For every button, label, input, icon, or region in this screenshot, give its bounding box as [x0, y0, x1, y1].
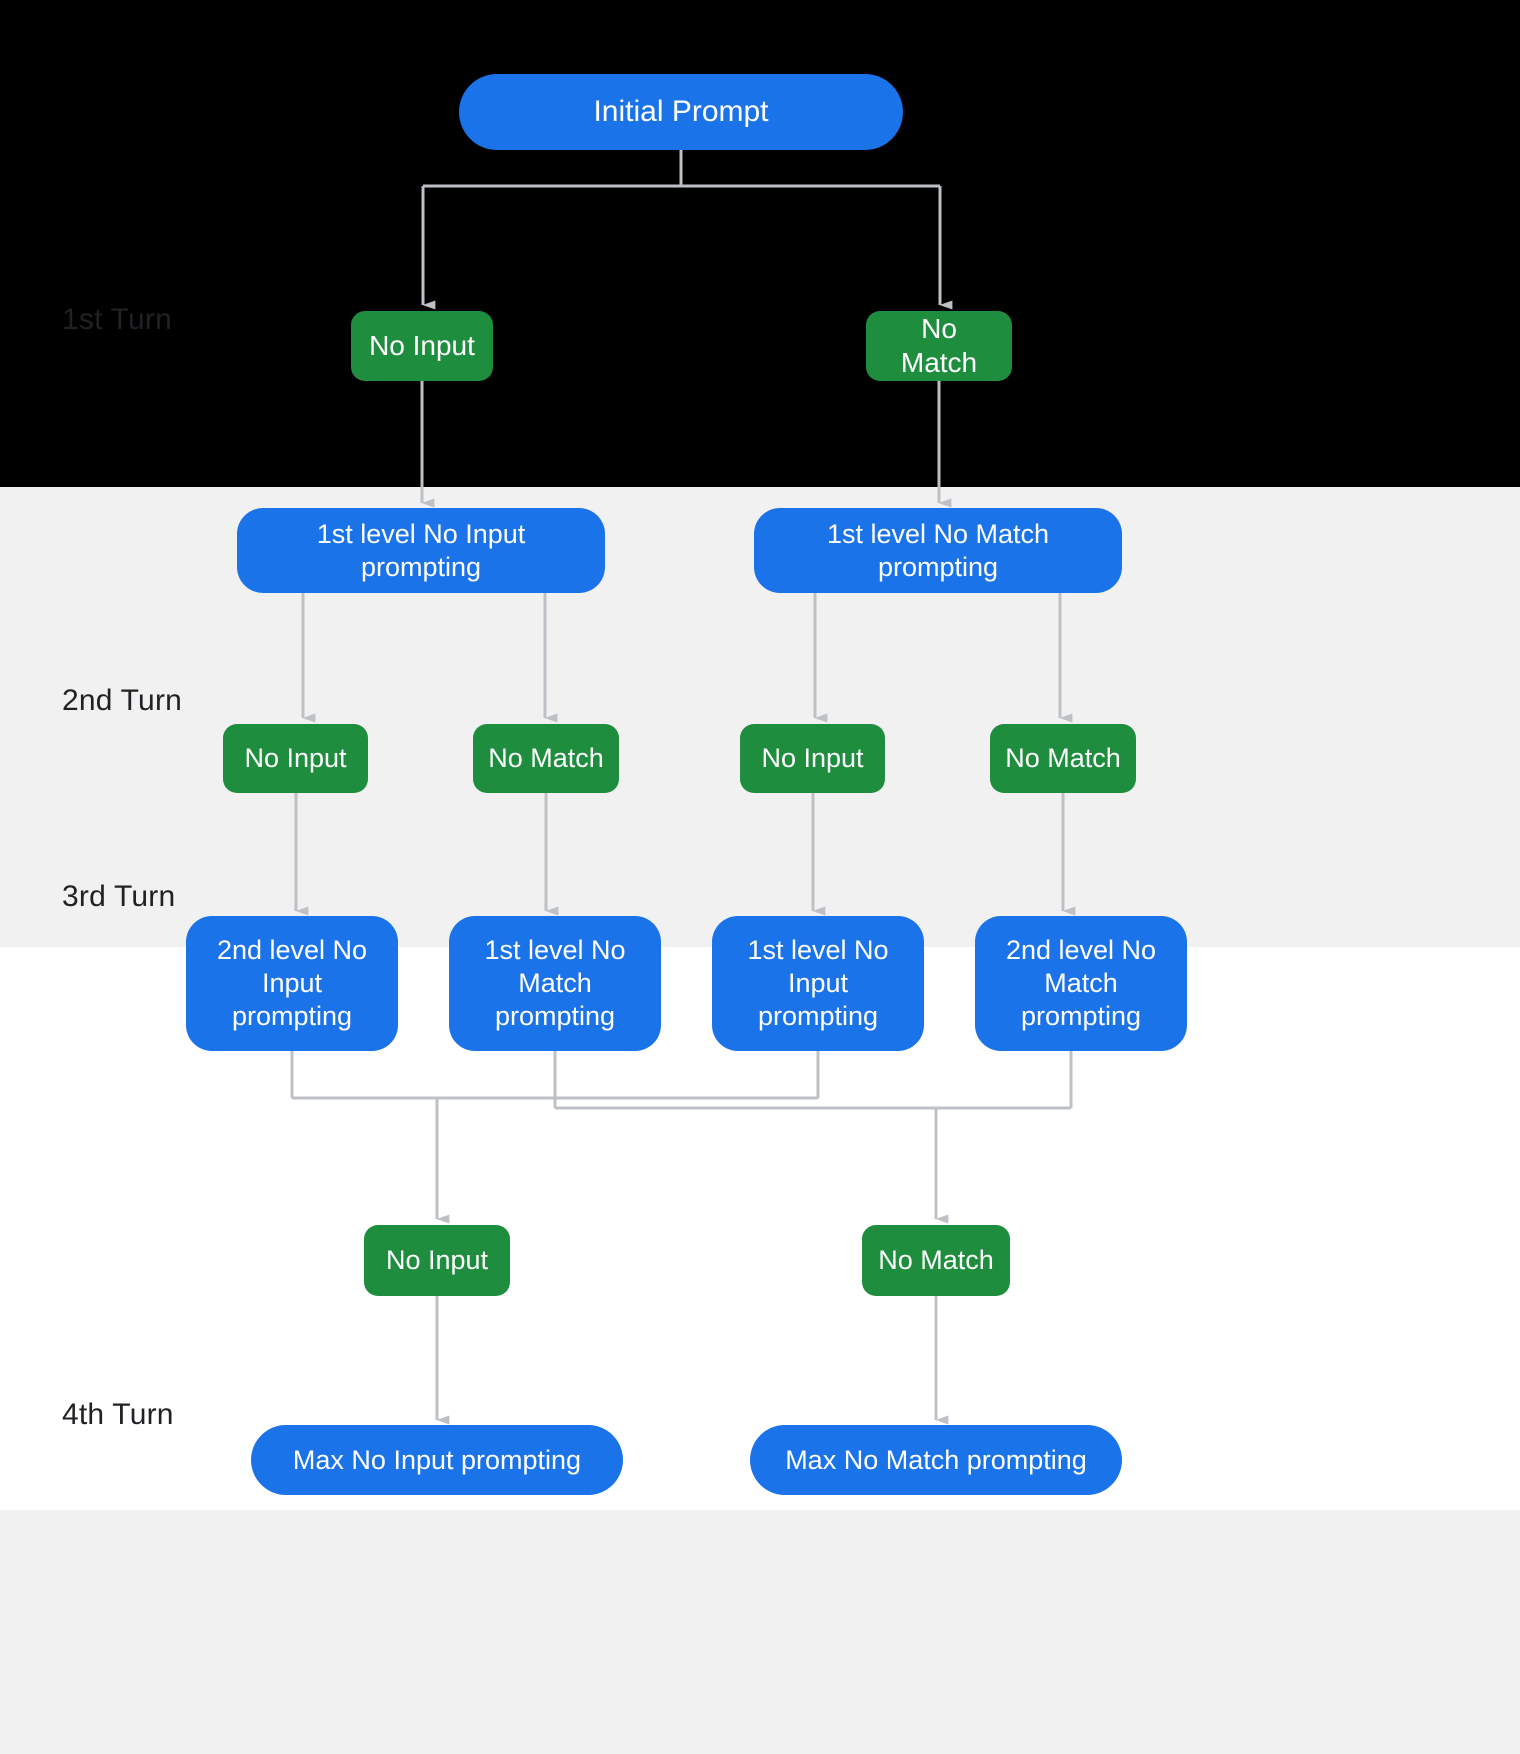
node-1st-level-no-match-prompting-t3[interactable]: 1st level No Match prompting — [449, 916, 661, 1051]
node-2nd-turn-no-input-left[interactable]: No Input — [223, 724, 368, 793]
node-2nd-turn-no-input-right[interactable]: No Input — [740, 724, 885, 793]
turn-label-4th: 4th Turn — [62, 1398, 174, 1431]
node-2nd-level-no-match-prompting[interactable]: 2nd level No Match prompting — [975, 916, 1187, 1051]
node-1st-turn-no-input[interactable]: No Input — [351, 311, 493, 381]
node-1st-level-no-input-prompting-t3[interactable]: 1st level No Input prompting — [712, 916, 924, 1051]
turn-label-3rd: 3rd Turn — [62, 880, 176, 913]
node-max-no-match-prompting[interactable]: Max No Match prompting — [750, 1425, 1122, 1495]
node-3rd-turn-no-match[interactable]: No Match — [862, 1225, 1010, 1296]
turn-label-1st: 1st Turn — [62, 303, 172, 336]
node-3rd-turn-no-input[interactable]: No Input — [364, 1225, 510, 1296]
band-4th-turn — [0, 1510, 1520, 1754]
node-2nd-level-no-input-prompting[interactable]: 2nd level No Input prompting — [186, 916, 398, 1051]
turn-label-2nd: 2nd Turn — [62, 684, 183, 717]
node-1st-level-no-match-prompting[interactable]: 1st level No Match prompting — [754, 508, 1122, 593]
node-1st-level-no-input-prompting[interactable]: 1st level No Input prompting — [237, 508, 605, 593]
node-1st-turn-no-match[interactable]: No Match — [866, 311, 1012, 381]
node-2nd-turn-no-match-right[interactable]: No Match — [990, 724, 1136, 793]
node-max-no-input-prompting[interactable]: Max No Input prompting — [251, 1425, 623, 1495]
node-2nd-turn-no-match-left[interactable]: No Match — [473, 724, 619, 793]
node-initial-prompt[interactable]: Initial Prompt — [459, 74, 903, 150]
